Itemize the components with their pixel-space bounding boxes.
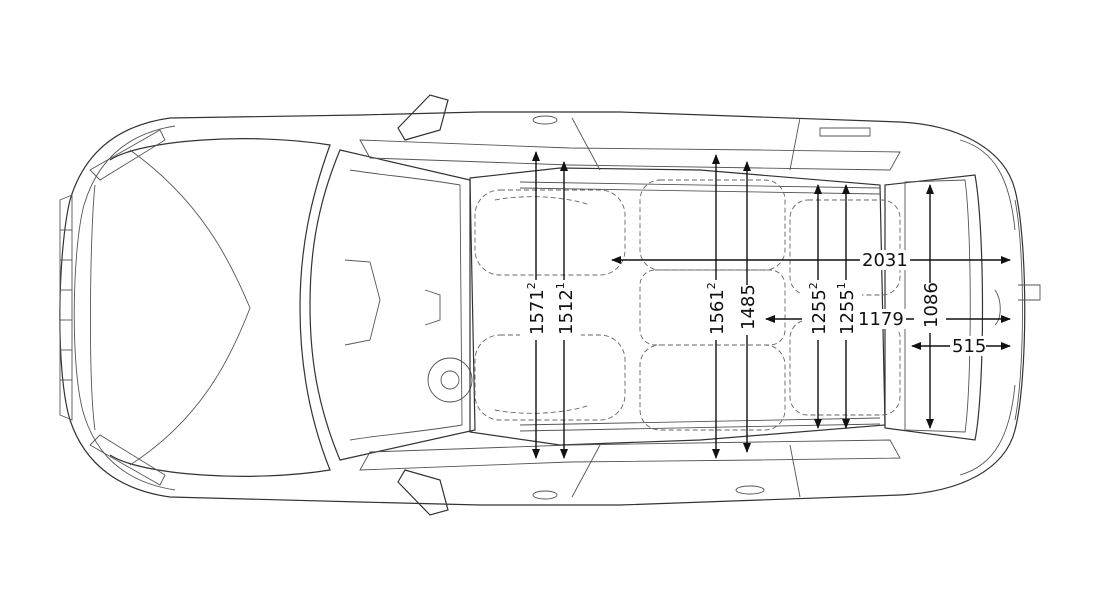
front-grille: [59, 194, 73, 421]
label-1255a: 12552: [807, 282, 830, 335]
label-1179: 1179: [858, 309, 904, 330]
mirror-bottom: [397, 469, 449, 516]
mirror-top: [397, 94, 449, 141]
label-2031: 2031: [862, 250, 908, 271]
label-1561: 15612: [705, 282, 728, 335]
label-1512: 15121: [554, 282, 577, 335]
label-1485: 1485: [738, 284, 759, 330]
label-1255b: 12551: [835, 282, 858, 335]
label-1086: 1086: [921, 282, 942, 328]
label-1571: 15712: [525, 282, 548, 335]
label-515: 515: [952, 336, 986, 357]
